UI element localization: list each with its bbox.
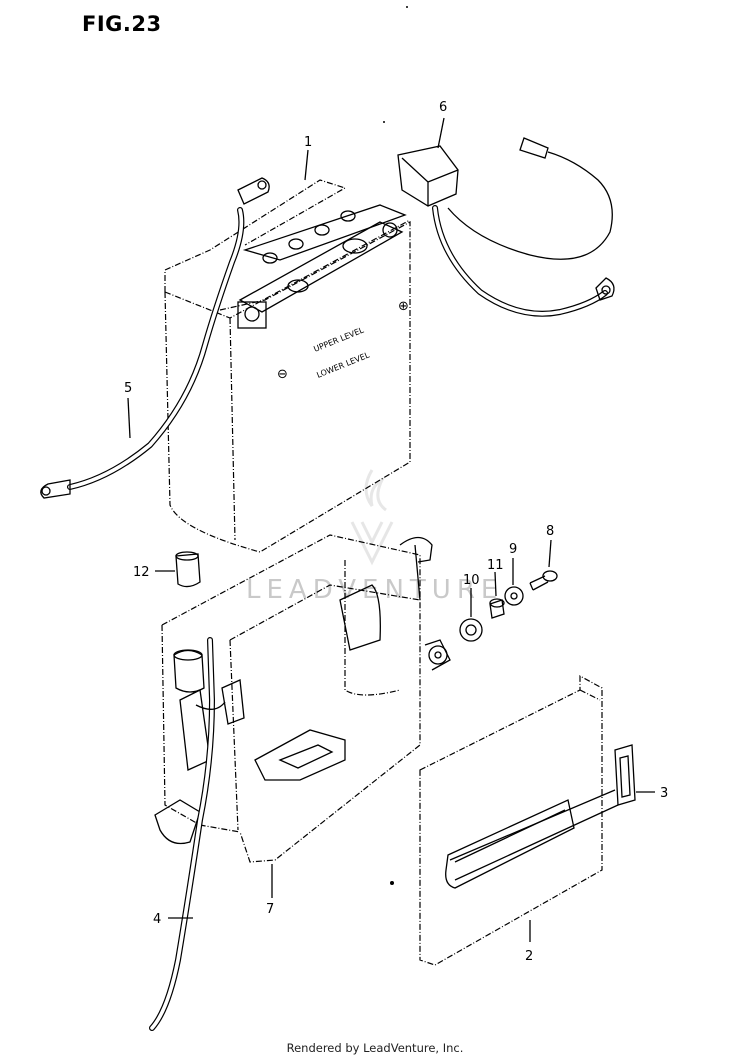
spacer-11 <box>489 598 505 619</box>
callout-12: 12 <box>133 565 150 580</box>
callout-11: 11 <box>487 558 504 573</box>
lower-level-mark: LOWER LEVEL <box>315 350 371 380</box>
callout-4: 4 <box>153 912 161 927</box>
minus-mark: ⊖ <box>277 367 288 382</box>
stray-dot <box>390 881 394 885</box>
watermark-text: LEADVENTURE <box>246 575 503 605</box>
battery-band <box>449 744 636 881</box>
plus-mark: ⊕ <box>398 299 409 314</box>
positive-cable <box>397 137 615 317</box>
cap-12 <box>175 551 201 588</box>
figure-title: FIG.23 <box>82 12 162 36</box>
callout-5: 5 <box>124 381 132 396</box>
callout-10: 10 <box>463 573 480 588</box>
footer-credit: Rendered by LeadVenture, Inc. <box>286 1041 464 1055</box>
washer-9 <box>504 586 524 606</box>
callout-7: 7 <box>266 902 274 917</box>
callout-leaders <box>127 117 655 942</box>
callout-6: 6 <box>439 100 447 115</box>
stray-dot <box>383 121 385 123</box>
upper-level-mark: UPPER LEVEL <box>312 325 365 353</box>
battery-cover <box>419 674 603 966</box>
callout-8: 8 <box>546 524 554 539</box>
breather-tube <box>149 637 226 1031</box>
battery: UPPER LEVEL LOWER LEVEL ⊕ ⊖ <box>164 179 411 553</box>
battery-holder <box>154 534 451 863</box>
bolt-8 <box>529 570 558 591</box>
callout-2: 2 <box>525 949 533 964</box>
grommet-10 <box>459 618 483 642</box>
vent-caps <box>262 210 368 293</box>
watermark-logo <box>350 469 394 566</box>
negative-cable <box>40 177 270 499</box>
cushion-lower <box>173 649 205 693</box>
callout-3: 3 <box>660 786 668 801</box>
callout-9: 9 <box>509 542 517 557</box>
stray-dot <box>406 6 408 8</box>
callout-1: 1 <box>304 135 312 150</box>
